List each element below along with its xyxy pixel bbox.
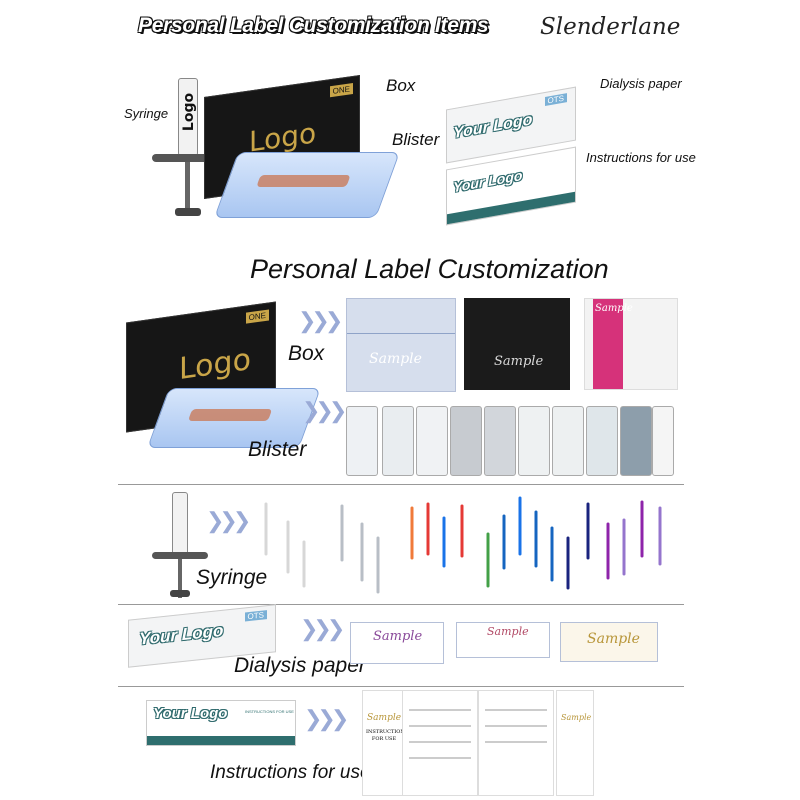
box-section-label: Box: [288, 342, 325, 365]
box-badge: ONE: [329, 83, 353, 98]
blister-section-label: Blister: [248, 438, 307, 461]
divider: [118, 604, 684, 605]
instructions-doc-page: [478, 690, 554, 796]
doc-back-title: Sample: [561, 713, 592, 722]
divider: [118, 484, 684, 485]
instructions-section-label: Instructions for use: [210, 762, 371, 783]
box-sample-black: Sample: [464, 298, 570, 390]
syringe-variant: [264, 496, 662, 594]
syringe-product-large: [152, 492, 208, 600]
box-logo-large: Logo: [179, 341, 251, 388]
syringe-logo: Logo: [181, 92, 198, 132]
brand-name: Slenderlane: [540, 14, 681, 40]
instructions-large-logo: Your Logo: [153, 705, 228, 722]
box-sample-blue: Sample: [346, 298, 456, 392]
dialysis-sample: Sample: [456, 622, 550, 658]
syringe-section-label: Syringe: [196, 566, 268, 589]
box-badge-large: ONE: [245, 309, 269, 324]
arrow-dialysis-icon: ❯❯❯: [300, 616, 345, 641]
blister-thumb: [484, 406, 516, 476]
dialysis-tag: OTS: [244, 610, 267, 622]
syringe-samples: [264, 496, 662, 594]
dialysis-sample: Sample: [350, 622, 444, 664]
instructions-logo: Your Logo: [453, 166, 523, 196]
box-sample-blue-text: Sample: [369, 351, 422, 367]
doc-heading: INSTRUCTIONS FOR USE: [366, 729, 409, 742]
doc-title: Sample: [367, 713, 402, 723]
instructions-product-large: Your Logo INSTRUCTIONS FOR USE: [146, 700, 296, 746]
blister-thumb: [586, 406, 618, 476]
instructions-doc-cover: Sample INSTRUCTIONS FOR USE: [362, 690, 409, 796]
syringe-label: Syringe: [124, 106, 169, 121]
box-label: Box: [386, 76, 416, 95]
instructions-tag: INSTRUCTIONS FOR USE: [245, 709, 294, 714]
paper-tag: OTS: [544, 93, 567, 107]
blister-thumb: [450, 406, 482, 476]
blister-thumb: [518, 406, 550, 476]
dialysis-sample-text: Sample: [487, 625, 529, 638]
box-sample-pink: Sample: [584, 298, 678, 390]
arrow-box-icon: ❯❯❯: [298, 308, 343, 333]
blister-label: Blister: [392, 130, 440, 149]
blister-thumb: [552, 406, 584, 476]
instructions-doc-page: [402, 690, 478, 796]
page-title: Personal Label Customization Items: [138, 14, 489, 37]
blister-thumb: [416, 406, 448, 476]
paper-logo: Your Logo: [453, 111, 533, 143]
instructions-label: Instructions for use: [586, 150, 696, 165]
box-sample-pink-text: Sample: [595, 303, 633, 314]
blister-thumb: [346, 406, 378, 476]
blister-thumb: [620, 406, 652, 476]
arrow-blister-icon: ❯❯❯: [302, 398, 347, 423]
instructions-doc-back: Sample: [556, 690, 594, 796]
divider: [118, 686, 684, 687]
dialysis-sample-text: Sample: [587, 631, 640, 647]
blister-thumb: [382, 406, 414, 476]
arrow-syringe-icon: ❯❯❯: [206, 508, 251, 533]
syringe-product: Logo: [152, 78, 224, 218]
blister-product: [213, 152, 401, 218]
box-sample-black-text: Sample: [494, 354, 544, 369]
blister-thumb: [652, 406, 674, 476]
dialysis-sample: Sample: [560, 622, 658, 662]
section-title: Personal Label Customization: [250, 254, 609, 284]
dialysis-section-label: Dialysis paper: [234, 654, 366, 677]
dialysis-sample-text: Sample: [373, 629, 423, 644]
dialysis-label: Dialysis paper: [600, 76, 682, 91]
arrow-instructions-icon: ❯❯❯: [304, 706, 349, 731]
dialysis-logo: Your Logo: [139, 620, 224, 649]
